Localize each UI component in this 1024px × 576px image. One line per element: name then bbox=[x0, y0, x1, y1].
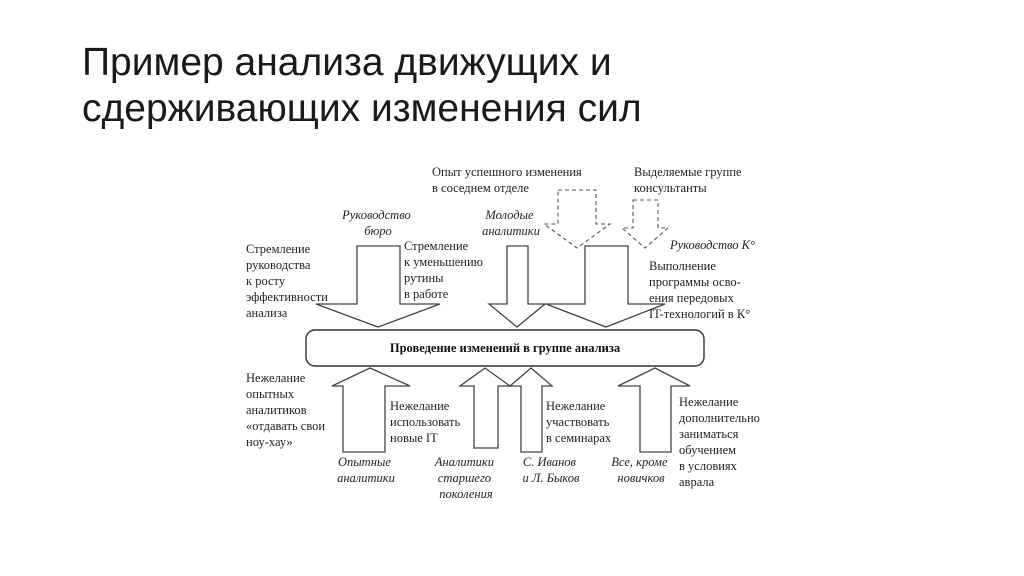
restraining-source-ivanov: С. Иванов и Л. Быков bbox=[523, 455, 581, 485]
driving-source-bureau: Руководство бюро bbox=[341, 208, 414, 238]
slide-title: Пример анализа движущих и сдерживающих и… bbox=[82, 40, 642, 132]
restraining-source-senior: Аналитики старшего поколения bbox=[434, 455, 497, 501]
driving-program-notes: Выполнение программы осво- ения передовы… bbox=[649, 259, 750, 321]
slide-title-line-2: сдерживающих изменения сил bbox=[82, 87, 642, 130]
driving-left-notes: Стремление руководства к росту эффективн… bbox=[246, 242, 331, 320]
arrow-down-management-k bbox=[545, 245, 666, 328]
center-bar-label: Проведение изменений в группе анализа bbox=[390, 341, 621, 355]
driving-experience-notes: Опыт успешного изменения в соседнем отде… bbox=[432, 165, 585, 195]
arrow-up-all-except-newcomers bbox=[617, 367, 691, 453]
restraining-experienced-notes: Нежелание опытных аналитиков «отдавать с… bbox=[246, 371, 328, 449]
restraining-source-all: Все, кроме новичков bbox=[611, 455, 670, 485]
slide-title-line-1: Пример анализа движущих и bbox=[82, 41, 612, 84]
arrow-up-ivanov-bykov bbox=[508, 367, 554, 453]
restraining-it-notes: Нежелание использовать новые IT bbox=[390, 399, 463, 445]
arrow-down-management-bureau bbox=[315, 245, 441, 328]
restraining-seminar-notes: Нежелание участвовать в семинарах bbox=[546, 399, 612, 445]
restraining-training-notes: Нежелание дополнительно заниматься обуче… bbox=[679, 395, 763, 489]
arrow-up-senior-analysts bbox=[457, 367, 513, 449]
dashed-arrow-experience bbox=[542, 189, 612, 249]
driving-source-k: Руководство К° bbox=[669, 238, 755, 252]
driving-routine-notes: Стремление к уменьшению рутины в работе bbox=[404, 239, 486, 301]
restraining-source-experienced: Опытные аналитики bbox=[337, 455, 395, 485]
center-bar bbox=[305, 329, 705, 367]
arrow-up-experienced-analysts bbox=[331, 367, 411, 453]
driving-consultants-notes: Выделяемые группе консультанты bbox=[634, 165, 745, 195]
dashed-arrow-consultants bbox=[620, 199, 670, 249]
arrow-down-young-analysts bbox=[487, 245, 547, 328]
driving-source-young: Молодые аналитики bbox=[482, 208, 540, 238]
